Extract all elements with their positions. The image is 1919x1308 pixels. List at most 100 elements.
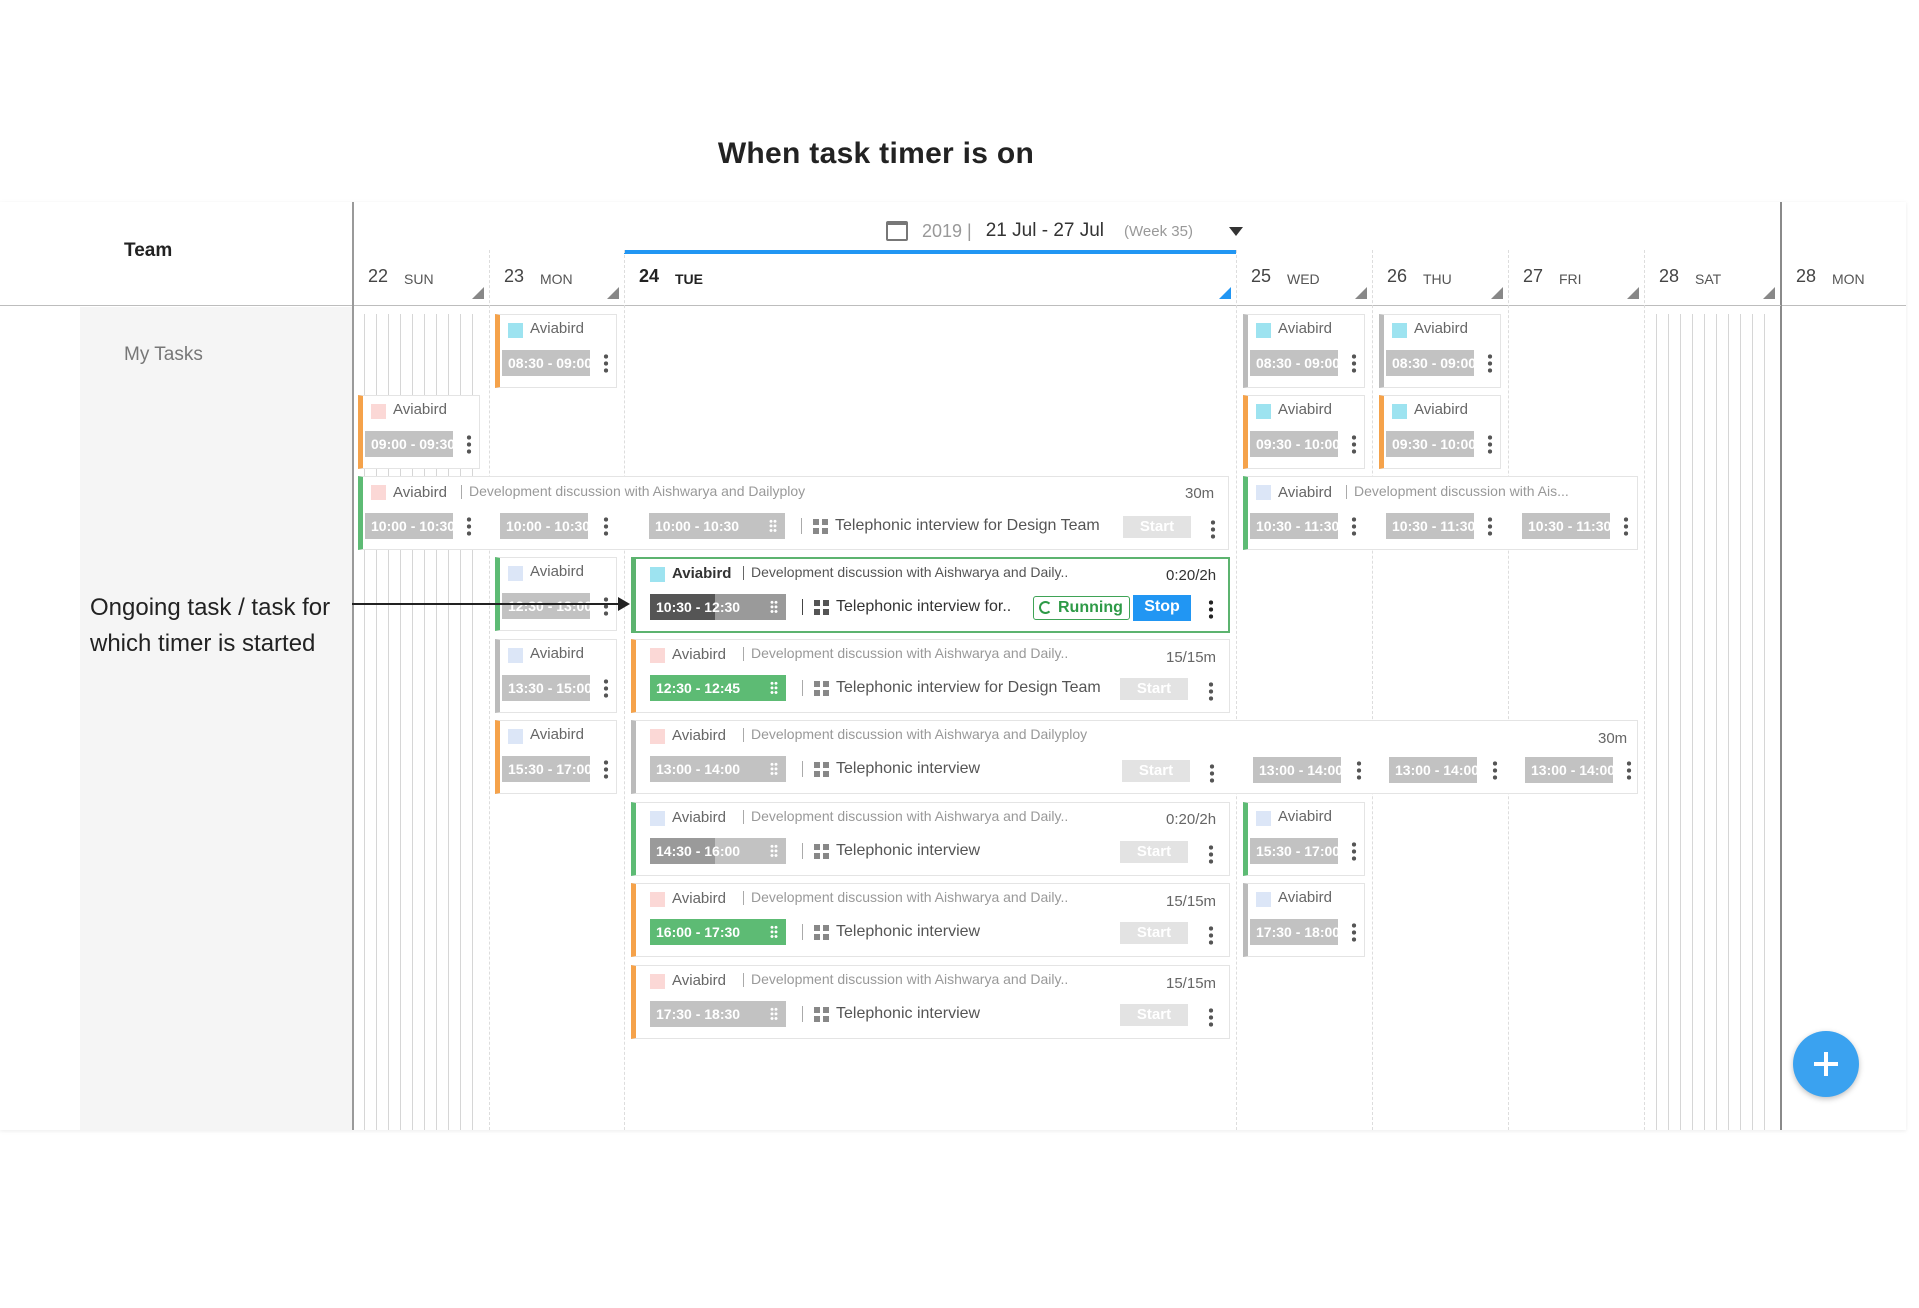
task-card[interactable]: Aviabird Development discussion with Ais… xyxy=(631,883,1230,957)
time-range[interactable]: 10:00 - 10:30 xyxy=(365,513,453,539)
corner-resize-icon[interactable] xyxy=(1355,287,1367,299)
more-icon[interactable] xyxy=(1351,353,1357,373)
stop-button[interactable]: Stop xyxy=(1133,595,1191,621)
time-range[interactable]: 13:00 - 14:00 xyxy=(650,756,786,782)
more-icon[interactable] xyxy=(1351,434,1357,454)
time-range[interactable]: 13:00 - 14:00 xyxy=(1389,757,1477,783)
task-card[interactable]: Aviabird Development discussion with Ais… xyxy=(631,720,1638,794)
time-range[interactable]: 10:00 - 10:30 xyxy=(500,513,588,539)
task-card[interactable]: Aviabird Development discussion with Ais… xyxy=(631,639,1230,713)
more-icon[interactable] xyxy=(1487,516,1493,536)
day-name: MON xyxy=(1832,271,1865,287)
more-icon[interactable] xyxy=(1208,925,1214,945)
more-icon[interactable] xyxy=(1209,763,1215,783)
start-button[interactable]: Start xyxy=(1120,841,1188,863)
task-card[interactable]: Aviabird Development discussion with Ais… xyxy=(631,802,1230,876)
time-range[interactable]: 17:30 - 18:30 xyxy=(650,1001,786,1027)
time-range[interactable]: 08:30 - 09:00 xyxy=(1386,350,1474,376)
task-card[interactable]: Aviabird Development discussion with Ais… xyxy=(631,965,1230,1039)
more-icon[interactable] xyxy=(1487,434,1493,454)
time-range[interactable]: 13:00 - 14:00 xyxy=(1525,757,1613,783)
time-range[interactable]: 15:30 - 17:00 xyxy=(502,756,590,782)
task-card[interactable]: Aviabird 09:00 - 09:30 xyxy=(358,395,480,469)
chevron-down-icon[interactable] xyxy=(1228,226,1243,236)
more-icon[interactable] xyxy=(1623,516,1629,536)
start-button[interactable]: Start xyxy=(1120,678,1188,700)
drag-handle-icon[interactable] xyxy=(770,681,778,695)
drag-handle-icon[interactable] xyxy=(770,762,778,776)
more-icon[interactable] xyxy=(1351,516,1357,536)
time-range[interactable]: 08:30 - 09:00 xyxy=(1250,350,1338,376)
more-icon[interactable] xyxy=(1208,1007,1214,1027)
my-tasks-label[interactable]: My Tasks xyxy=(124,344,203,365)
more-icon[interactable] xyxy=(1208,681,1214,701)
task-card[interactable]: Aviabird 08:30 - 09:00 xyxy=(1243,314,1365,388)
more-icon[interactable] xyxy=(466,516,472,536)
task-card[interactable]: Aviabird 08:30 - 09:00 xyxy=(1379,314,1501,388)
time-range[interactable]: 12:30 - 13:00 xyxy=(502,593,590,619)
more-icon[interactable] xyxy=(1351,922,1357,942)
project-color xyxy=(650,648,665,663)
time-range[interactable]: 09:00 - 09:30 xyxy=(365,431,453,457)
drag-handle-icon[interactable] xyxy=(770,925,778,939)
more-icon[interactable] xyxy=(603,678,609,698)
time-range[interactable]: 13:00 - 14:00 xyxy=(1253,757,1341,783)
more-icon[interactable] xyxy=(603,353,609,373)
task-card[interactable]: Aviabird 17:30 - 18:00 xyxy=(1243,883,1365,957)
task-card[interactable]: Aviabird 15:30 - 17:00 xyxy=(495,720,617,794)
more-icon[interactable] xyxy=(1492,760,1498,780)
more-icon[interactable] xyxy=(1351,841,1357,861)
more-icon[interactable] xyxy=(466,434,472,454)
time-range[interactable]: 10:30 - 12:30 xyxy=(650,594,786,620)
time-range[interactable]: 10:30 - 11:30 xyxy=(1250,513,1338,539)
time-range[interactable]: 14:30 - 16:00 xyxy=(650,838,786,864)
drag-handle-icon[interactable] xyxy=(770,844,778,858)
more-icon[interactable] xyxy=(1626,760,1632,780)
task-card[interactable]: Aviabird Development discussion with Ais… xyxy=(1243,476,1638,550)
corner-resize-icon[interactable] xyxy=(607,287,619,299)
more-icon[interactable] xyxy=(1356,760,1362,780)
start-button[interactable]: Start xyxy=(1120,922,1188,944)
more-icon[interactable] xyxy=(1487,353,1493,373)
add-task-button[interactable] xyxy=(1793,1031,1859,1097)
corner-resize-icon[interactable] xyxy=(472,287,484,299)
running-task-card[interactable]: Aviabird Development discussion with Ais… xyxy=(631,557,1230,633)
task-card[interactable]: Aviabird 09:30 - 10:00 xyxy=(1379,395,1501,469)
more-icon[interactable] xyxy=(603,759,609,779)
corner-resize-icon[interactable] xyxy=(1491,287,1503,299)
time-range[interactable]: 12:30 - 12:45 xyxy=(650,675,786,701)
project-color xyxy=(508,566,523,581)
more-icon[interactable] xyxy=(1208,844,1214,864)
time-range[interactable]: 13:30 - 15:00 xyxy=(502,675,590,701)
corner-resize-icon[interactable] xyxy=(1763,287,1775,299)
time-range[interactable]: 09:30 - 10:00 xyxy=(1250,431,1338,457)
time-range[interactable]: 09:30 - 10:00 xyxy=(1386,431,1474,457)
time-range[interactable]: 08:30 - 09:00 xyxy=(502,350,590,376)
time-range[interactable]: 10:00 - 10:30 xyxy=(649,513,785,539)
drag-handle-icon[interactable] xyxy=(770,1007,778,1021)
task-card[interactable]: Aviabird 09:30 - 10:00 xyxy=(1243,395,1365,469)
start-button[interactable]: Start xyxy=(1123,516,1191,538)
week-selector[interactable]: 2019 | 21 Jul - 27 Jul (Week 35) xyxy=(886,216,1243,246)
weekend-stripes xyxy=(1656,314,1776,1130)
drag-handle-icon[interactable] xyxy=(769,519,777,533)
time-range[interactable]: 15:30 - 17:00 xyxy=(1250,838,1338,864)
more-icon[interactable] xyxy=(1208,599,1214,619)
time-range[interactable]: 10:30 - 11:30 xyxy=(1386,513,1474,539)
task-card[interactable]: Aviabird 12:30 - 13:00 xyxy=(495,557,617,631)
task-card[interactable]: Aviabird 08:30 - 09:00 xyxy=(495,314,617,388)
task-card[interactable]: Aviabird 15:30 - 17:00 xyxy=(1243,802,1365,876)
time-range[interactable]: 10:30 - 11:30 xyxy=(1522,513,1610,539)
more-icon[interactable] xyxy=(1210,519,1216,539)
more-icon[interactable] xyxy=(603,596,609,616)
more-icon[interactable] xyxy=(603,516,609,536)
start-button[interactable]: Start xyxy=(1120,1004,1188,1026)
time-range[interactable]: 16:00 - 17:30 xyxy=(650,919,786,945)
task-card[interactable]: Aviabird Development discussion with Ais… xyxy=(358,476,1229,550)
drag-handle-icon[interactable] xyxy=(770,600,778,614)
time-range[interactable]: 17:30 - 18:00 xyxy=(1250,919,1338,945)
corner-resize-icon[interactable] xyxy=(1219,287,1231,299)
task-card[interactable]: Aviabird 13:30 - 15:00 xyxy=(495,639,617,713)
start-button[interactable]: Start xyxy=(1122,760,1190,782)
corner-resize-icon[interactable] xyxy=(1627,287,1639,299)
